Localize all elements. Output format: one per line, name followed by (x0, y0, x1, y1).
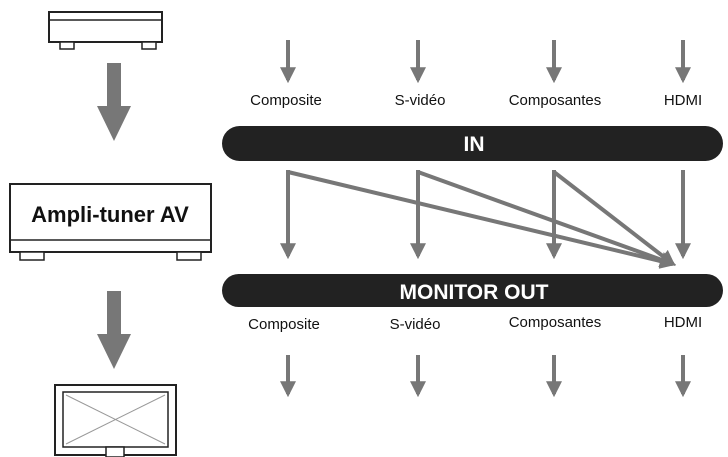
input-arrows (280, 40, 691, 84)
output-label-svideo: S-vidéo (390, 316, 441, 333)
input-label-component: Composantes (509, 92, 602, 109)
source-device-icon (48, 11, 163, 50)
routing-diagonal-arrows (287, 170, 677, 269)
source-to-amp-arrow (97, 63, 131, 141)
amp-to-tv-arrow (97, 291, 131, 369)
in-bar-label: IN (464, 133, 485, 156)
monitor-out-bar: MONITOR OUT (222, 274, 723, 307)
input-label-composite: Composite (250, 92, 322, 109)
in-bar: IN (222, 126, 723, 161)
routing-straight-arrows (280, 170, 691, 260)
output-label-hdmi: HDMI (664, 314, 702, 331)
monitor-out-bar-label: MONITOR OUT (400, 281, 549, 304)
amplifier-label: Ampli-tuner AV (31, 202, 189, 227)
output-label-component: Composantes (509, 314, 602, 331)
output-label-composite: Composite (248, 316, 320, 333)
input-label-hdmi: HDMI (664, 92, 702, 109)
input-label-svideo: S-vidéo (395, 92, 446, 109)
amplifier-box: Ampli-tuner AV (9, 183, 212, 261)
output-arrows (280, 355, 691, 398)
tv-monitor-icon (54, 384, 177, 457)
